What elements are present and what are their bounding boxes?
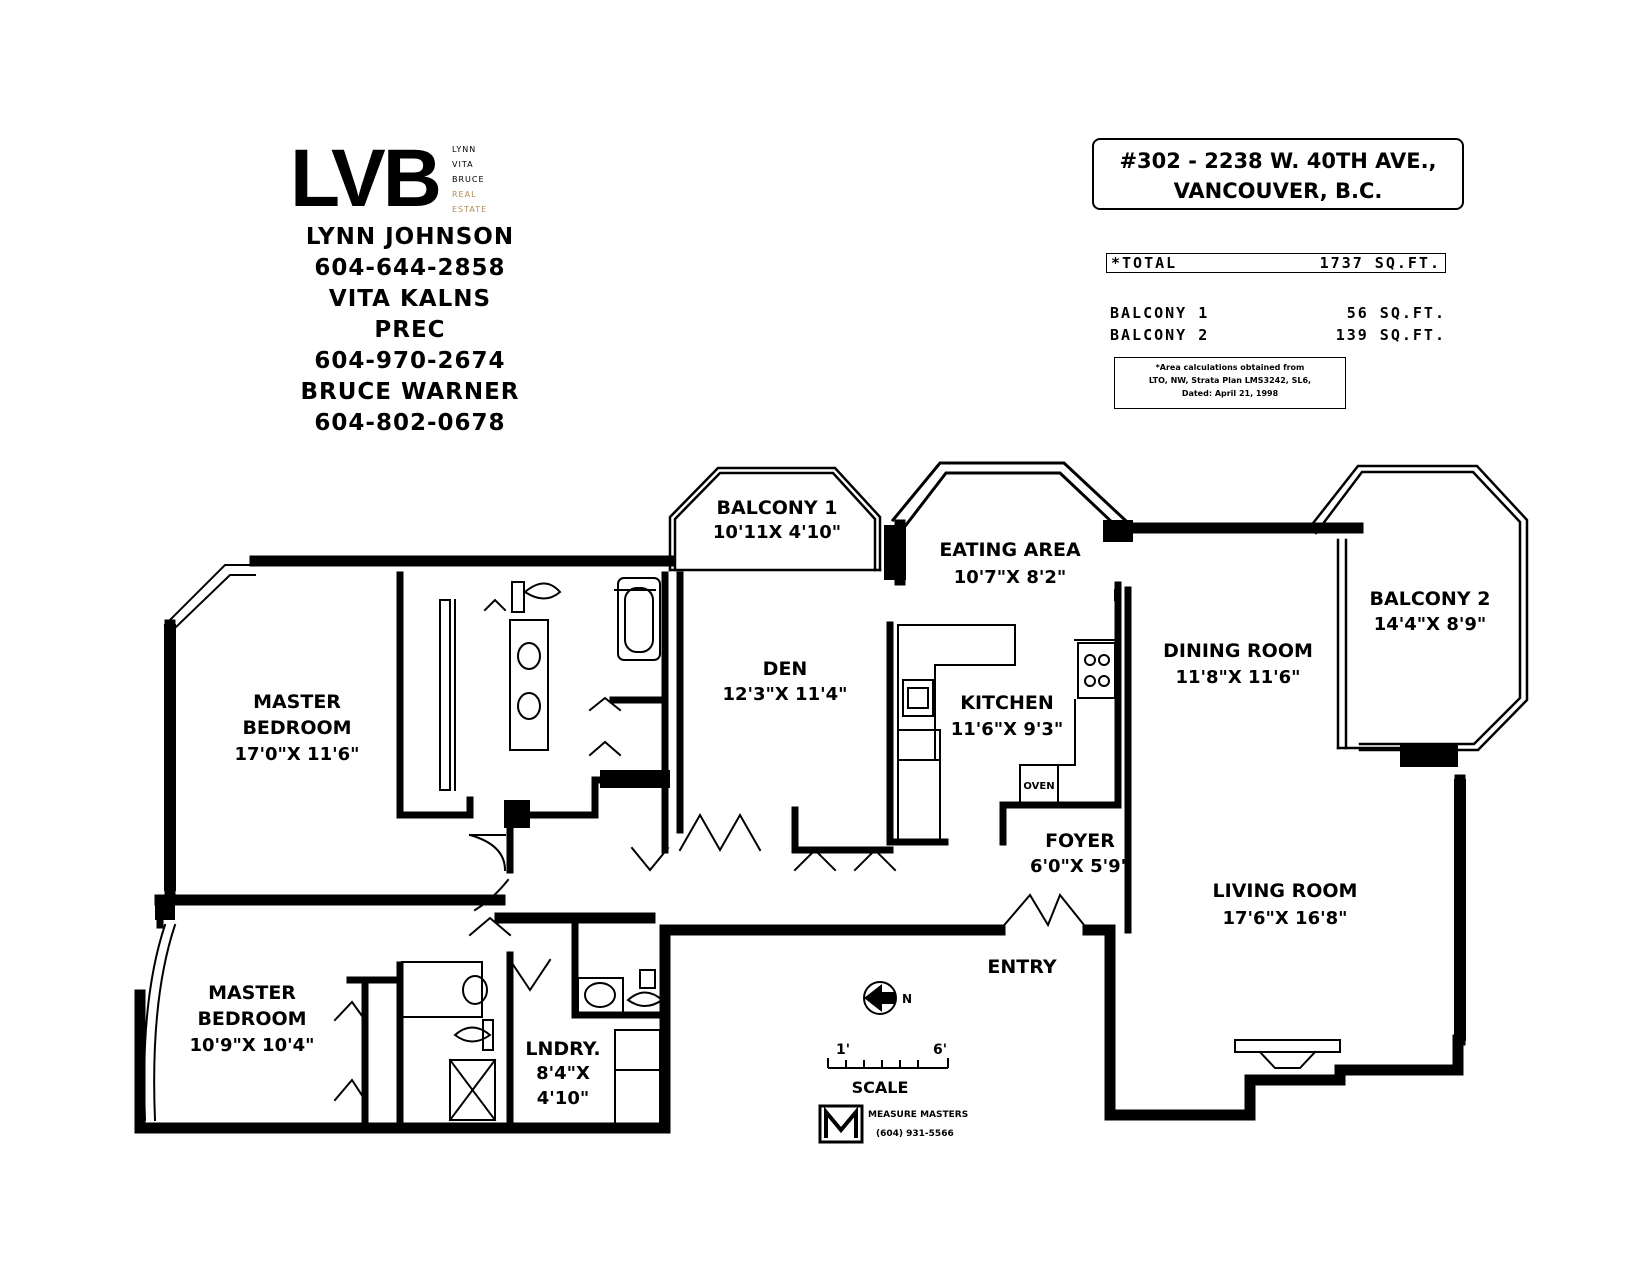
- room-dims: 17'0"X 11'6": [234, 744, 359, 765]
- agent-name: VITA KALNS: [328, 286, 492, 312]
- address-city: VANCOUVER, B.C.: [1173, 179, 1383, 203]
- logo-word: LYNN: [452, 145, 477, 154]
- room-name: DEN: [763, 658, 808, 680]
- note-line: LTO, NW, Strata Plan LMS3242, SL6,: [1148, 376, 1312, 385]
- logo-word: REAL: [452, 190, 477, 199]
- room-dims: 10'7"X 8'2": [954, 567, 1067, 588]
- bathroom-fixtures: [401, 577, 664, 1126]
- balcony-1-outline: [668, 466, 882, 572]
- door-swings: [333, 598, 1090, 1102]
- logo-wordmark: LYNN VITA BRUCE REAL ESTATE: [452, 142, 487, 217]
- room-name: FOYER: [1045, 830, 1115, 852]
- total-area: *TOTAL 1737 SQ.FT.: [1106, 253, 1446, 273]
- room-dims: 12'3"X 11'4": [722, 684, 847, 705]
- agent-phone: 604-802-0678: [314, 410, 506, 436]
- room-dims: 10'9"X 10'4": [189, 1035, 314, 1056]
- interior-walls: [156, 571, 1132, 1132]
- agent-name: BRUCE WARNER: [300, 379, 520, 405]
- room-dims: 11'6"X 9'3": [951, 719, 1064, 740]
- entry-label: ENTRY: [987, 956, 1056, 978]
- room-dims: 4'10": [537, 1088, 589, 1109]
- agent-contacts: LYNN JOHNSON 604-644-2858 VITA KALNS PRE…: [260, 222, 560, 439]
- compass: N: [863, 981, 912, 1015]
- balcony1-area: BALCONY 1 56 SQ.FT.: [1110, 304, 1446, 322]
- room-name: MASTER: [208, 982, 296, 1004]
- address-line: #302 - 2238 W. 40TH AVE.,: [1119, 149, 1437, 173]
- room-dims: 6'0"X 5'9": [1030, 856, 1130, 877]
- scale-end-label: 6': [933, 1042, 947, 1058]
- scale-label: SCALE: [852, 1078, 909, 1097]
- column-blocks: [155, 520, 1458, 920]
- address-box: #302 - 2238 W. 40TH AVE., VANCOUVER, B.C…: [1092, 138, 1464, 210]
- room-name: LNDRY.: [525, 1038, 600, 1060]
- exterior-walls: [134, 519, 1466, 1134]
- logo-mark: LVB: [290, 133, 442, 224]
- room-name: BEDROOM: [242, 717, 351, 739]
- agent-phone: 604-644-2858: [314, 255, 506, 281]
- room-dims: 14'4"X 8'9": [1374, 614, 1487, 635]
- room-name: BALCONY 1: [717, 497, 838, 519]
- logo-word: BRUCE: [452, 175, 485, 184]
- room-name: BEDROOM: [197, 1008, 306, 1030]
- area-value: 56 SQ.FT.: [1346, 304, 1446, 322]
- room-name: EATING AREA: [939, 539, 1081, 561]
- area-value: 139 SQ.FT.: [1335, 326, 1446, 344]
- kitchen-counters: [897, 589, 1119, 843]
- logo-word: ESTATE: [452, 205, 488, 214]
- eating-area-bay: [890, 461, 1128, 528]
- window-lines: [143, 560, 1466, 1122]
- area-note: *Area calculations obtained from LTO, NW…: [1114, 357, 1346, 409]
- fireplace: [1234, 1039, 1341, 1069]
- note-line: *Area calculations obtained from: [1155, 363, 1305, 372]
- compass-north-label: N: [902, 992, 912, 1006]
- agent-title: PREC: [374, 317, 446, 343]
- total-value: 1737 SQ.FT.: [1319, 254, 1441, 272]
- oven-label: OVEN: [1023, 781, 1054, 792]
- logo-word: VITA: [452, 160, 474, 169]
- scale-bar: 1' 6' SCALE: [827, 1042, 949, 1097]
- room-dims: 8'4"X: [536, 1063, 590, 1084]
- room-dims: 11'8"X 11'6": [1175, 667, 1300, 688]
- note-line: Dated: April 21, 1998: [1181, 389, 1279, 398]
- room-name: DINING ROOM: [1163, 640, 1313, 662]
- agent-phone: 604-970-2674: [314, 348, 506, 374]
- measure-masters-logo: MEASURE MASTERS (604) 931-5566: [818, 1104, 968, 1144]
- room-name: MASTER: [253, 691, 341, 713]
- total-label: *TOTAL: [1111, 254, 1178, 272]
- measure-masters-name: MEASURE MASTERS: [868, 1110, 968, 1120]
- brand-logo: LVB LYNN VITA BRUCE REAL ESTATE: [290, 136, 520, 226]
- area-label: BALCONY 1: [1110, 304, 1210, 322]
- room-name: KITCHEN: [960, 692, 1053, 714]
- room-name: LIVING ROOM: [1213, 880, 1358, 902]
- agent-name: LYNN JOHNSON: [305, 224, 515, 250]
- closet-shelves: [439, 599, 456, 791]
- balcony-2-outline: [1308, 464, 1529, 752]
- room-dims: 17'6"X 16'8": [1222, 908, 1347, 929]
- scale-start-label: 1': [836, 1042, 850, 1058]
- measure-masters-phone: (604) 931-5566: [876, 1129, 954, 1139]
- balcony2-area: BALCONY 2 139 SQ.FT.: [1110, 326, 1446, 344]
- room-dims: 10'11X 4'10": [713, 522, 841, 543]
- room-name: BALCONY 2: [1370, 588, 1491, 610]
- area-label: BALCONY 2: [1110, 326, 1210, 344]
